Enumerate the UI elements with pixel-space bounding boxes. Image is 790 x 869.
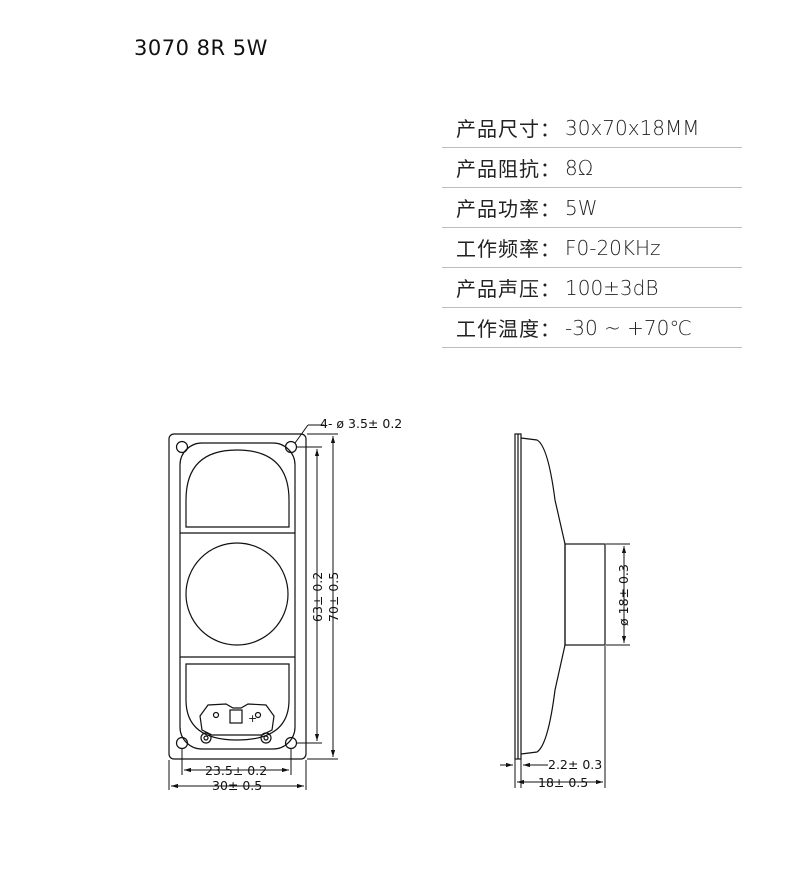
mount-hole <box>284 440 298 454</box>
plus-mark: + <box>248 712 257 725</box>
spec-row-power: 产品功率： 5W <box>442 188 742 228</box>
mount-hole <box>175 736 189 750</box>
terminal-pad <box>229 709 243 724</box>
dim-63 <box>297 446 322 744</box>
terminal-plate <box>199 703 275 736</box>
lower-vent <box>185 663 290 741</box>
hole-leader <box>294 424 324 444</box>
dim-18 <box>517 646 606 788</box>
terminal-lug <box>200 732 212 744</box>
spec-label: 产品声压： <box>456 277 561 301</box>
product-title: 3070 8R 5W <box>134 36 268 60</box>
side-magnet <box>564 543 606 646</box>
dim-30-label: 30± 0.5 <box>212 778 262 793</box>
dim-70 <box>307 433 338 760</box>
dim-18-label: 18± 0.5 <box>538 775 588 790</box>
spec-label: 工作温度： <box>456 317 561 341</box>
dim-2-2-label: 2.2± 0.3 <box>548 757 602 772</box>
spec-value: F0-20KHz <box>565 235 661 260</box>
dim-2-2 <box>500 759 548 788</box>
mount-hole <box>175 440 189 454</box>
dim-70-label: 70± 0.5 <box>326 572 341 622</box>
spec-value: 30x70x18MM <box>565 115 700 140</box>
frame-outline <box>168 433 307 760</box>
spec-row-frequency: 工作频率： F0-20KHz <box>442 228 742 268</box>
spec-value: -30 ~ +70℃ <box>565 315 692 340</box>
side-basket <box>520 437 566 755</box>
spec-value: 8Ω <box>565 155 594 180</box>
diaphragm <box>185 542 289 646</box>
spec-label: 产品尺寸： <box>456 117 561 141</box>
spec-row-size: 产品尺寸： 30x70x18MM <box>442 108 742 148</box>
upper-vent <box>185 449 290 528</box>
dim-23-5 <box>181 749 292 775</box>
hole-note: 4- ø 3.5± 0.2 <box>320 416 402 431</box>
spec-label: 产品阻抗： <box>456 157 561 181</box>
side-view <box>514 433 606 760</box>
frame-inner <box>179 442 296 750</box>
dim-30 <box>168 760 307 790</box>
dim-18-dia <box>606 543 630 646</box>
dim-23-5-label: 23.5± 0.2 <box>205 763 267 778</box>
spec-row-temperature: 工作温度： -30 ~ +70℃ <box>442 308 742 348</box>
spec-row-spl: 产品声压： 100±3dB <box>442 268 742 308</box>
terminal-lug <box>260 732 272 744</box>
spec-row-impedance: 产品阻抗： 8Ω <box>442 148 742 188</box>
spec-table: 产品尺寸： 30x70x18MM 产品阻抗： 8Ω 产品功率： 5W 工作频率：… <box>442 108 742 348</box>
spec-value: 5W <box>565 195 598 220</box>
spec-value: 100±3dB <box>565 275 659 300</box>
mount-hole <box>284 736 298 750</box>
front-view <box>168 433 307 760</box>
spec-label: 产品功率： <box>456 197 561 221</box>
dim-18-dia-label: ø 18± 0.3 <box>616 564 631 626</box>
dim-63-label: 63± 0.2 <box>310 572 325 622</box>
spec-label: 工作频率： <box>456 237 561 261</box>
